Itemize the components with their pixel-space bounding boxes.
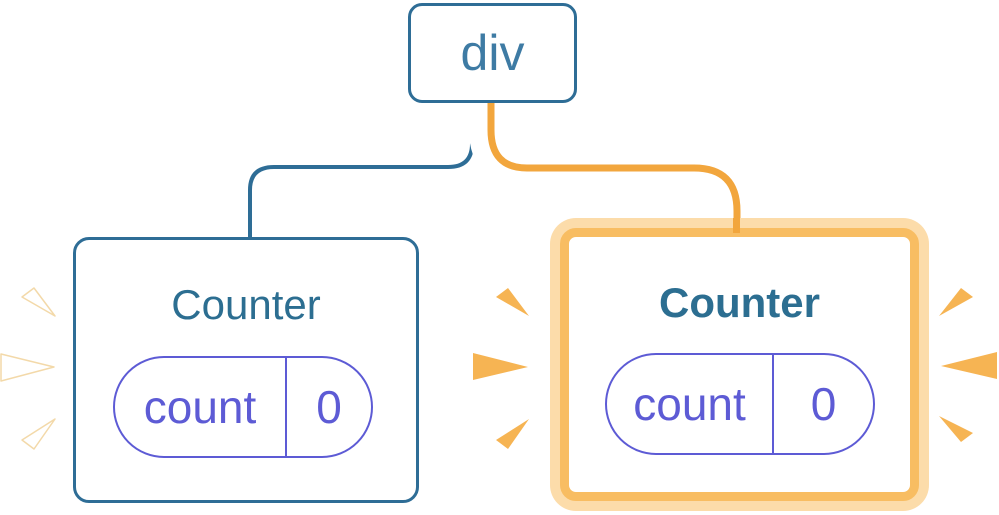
sparks-left-counter [0,287,56,450]
tree-node-div-label: div [460,25,525,81]
counter-card-right: Counter count 0 [560,228,919,501]
state-value: 0 [810,378,837,430]
spark-icon [21,287,56,317]
spark-icon [0,353,55,382]
state-name: count [607,355,774,453]
counter-title: Counter [171,281,321,328]
spark-icon [941,352,997,379]
connector-entry-segment [733,218,740,233]
sparks-right-counter-left [473,288,529,449]
state-pill: count 0 [113,356,373,458]
edge-root-to-left-counter [248,100,474,242]
state-value: 0 [316,381,342,433]
sparks-right-counter-right [939,288,997,442]
edge-root-to-right-counter [487,100,741,240]
spark-icon [939,416,973,442]
counter-card-left: Counter count 0 [73,237,419,503]
spark-icon [473,353,528,380]
counter-card-right-highlight: Counter count 0 [550,218,929,511]
state-name: count [115,358,287,456]
spark-icon [21,418,56,450]
spark-icon [939,288,973,316]
spark-icon [496,419,529,449]
tree-node-div: div [408,3,577,103]
state-pill: count 0 [605,353,875,455]
spark-icon [496,288,529,316]
counter-title: Counter [659,279,820,326]
